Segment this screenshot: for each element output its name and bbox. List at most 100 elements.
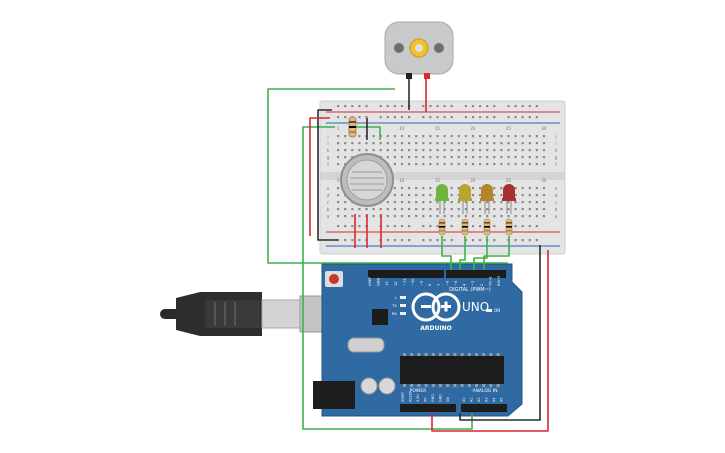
- breadboard-hole: [500, 208, 503, 211]
- rail-hole: [386, 116, 389, 119]
- breadboard-hole: [415, 208, 418, 211]
- breadboard-hole: [457, 208, 460, 211]
- breadboard-hole: [429, 135, 432, 138]
- breadboard-hole: [528, 215, 531, 218]
- breadboard-hole: [408, 194, 411, 197]
- rail-hole: [479, 225, 482, 228]
- breadboard-hole: [386, 135, 389, 138]
- rail-hole: [493, 225, 496, 228]
- breadboard-hole: [386, 142, 389, 145]
- digital-pin-label: GND: [377, 278, 381, 286]
- sensor-resistor: [348, 116, 357, 138]
- breadboard-hole: [500, 135, 503, 138]
- breadboard-hole: [415, 142, 418, 145]
- breadboard-hole: [443, 156, 446, 159]
- breadboard-hole: [415, 149, 418, 152]
- digital-pin-label: TX→1: [488, 276, 492, 287]
- analog-pin-label: A2: [477, 398, 481, 402]
- breadboard-hole: [379, 142, 382, 145]
- breadboard-hole: [450, 135, 453, 138]
- breadboard-hole: [344, 201, 347, 204]
- breadboard-hole: [400, 215, 404, 218]
- breadboard-hole: [457, 135, 460, 138]
- breadboard-hole: [528, 142, 531, 145]
- breadboard-hole: [535, 215, 538, 218]
- breadboard-hole: [415, 156, 418, 159]
- breadboard-hole: [493, 149, 496, 152]
- breadboard-hole: [521, 149, 524, 152]
- rail-hole: [521, 116, 524, 119]
- row-letter: h: [327, 148, 330, 154]
- breadboard-hole: [365, 208, 368, 211]
- power-pin-label: 3.3V: [416, 394, 420, 402]
- digital-pin-label: ~6: [445, 280, 449, 286]
- breadboard-hole: [471, 201, 475, 204]
- breadboard-hole: [486, 215, 489, 218]
- breadboard-hole: [415, 163, 418, 166]
- breadboard-hole: [542, 135, 546, 138]
- breadboard-hole: [514, 208, 517, 211]
- breadboard-hole: [507, 149, 510, 152]
- breadboard-hole: [344, 142, 347, 145]
- breadboard-hole: [372, 215, 375, 218]
- digital-pin-label: 4: [463, 283, 467, 286]
- rail-hole: [429, 225, 432, 228]
- breadboard-hole: [422, 163, 425, 166]
- rail-hole: [535, 225, 538, 228]
- breadboard-hole: [351, 156, 354, 159]
- row-letter: c: [327, 201, 330, 206]
- rail-hole: [344, 116, 347, 119]
- breadboard-hole: [486, 208, 489, 211]
- rail-hole: [337, 105, 340, 108]
- row-letter: i: [327, 141, 328, 147]
- breadboard-hole: [429, 201, 432, 204]
- wire-led-4: [483, 236, 510, 270]
- breadboard-hole: [400, 135, 404, 138]
- rail-hole: [365, 116, 368, 119]
- breadboard-hole: [535, 201, 538, 204]
- power-pin-label: RESET: [409, 390, 413, 402]
- breadboard-hole: [528, 149, 531, 152]
- breadboard-hole: [493, 135, 496, 138]
- power-pin-label: Vin: [446, 397, 450, 402]
- rail-hole: [358, 225, 361, 228]
- breadboard-hole: [436, 201, 439, 204]
- rail-hole: [521, 105, 524, 108]
- breadboard-hole: [542, 156, 546, 159]
- breadboard-hole: [393, 156, 396, 159]
- breadboard-hole: [479, 142, 482, 145]
- rail-hole: [422, 105, 425, 108]
- breadboard-hole: [351, 142, 354, 145]
- breadboard-hole: [443, 215, 446, 218]
- breadboard-hole: [400, 163, 404, 166]
- breadboard-hole: [535, 187, 538, 190]
- breadboard-hole: [486, 135, 489, 138]
- breadboard-hole: [471, 156, 475, 159]
- rail-hole: [443, 116, 446, 119]
- breadboard-hole: [386, 201, 389, 204]
- rail-hole: [393, 225, 396, 228]
- breadboard-hole: [500, 201, 503, 204]
- rail-hole: [422, 225, 425, 228]
- breadboard-hole: [415, 194, 418, 197]
- breadboard-hole: [372, 142, 375, 145]
- breadboard-hole: [358, 142, 361, 145]
- breadboard-hole: [337, 156, 340, 159]
- breadboard-hole: [542, 201, 546, 204]
- breadboard-hole: [443, 142, 446, 145]
- on-led: ON: [486, 308, 500, 313]
- breadboard-hole: [450, 142, 453, 145]
- wire-green-left-loop: [267, 88, 508, 264]
- rail-hole: [436, 116, 439, 119]
- rail-hole: [521, 225, 524, 228]
- breadboard-hole: [337, 142, 340, 145]
- rail-hole: [379, 116, 382, 119]
- breadboard-hole: [393, 201, 396, 204]
- rail-hole: [422, 239, 425, 242]
- row-letter: e: [327, 187, 330, 192]
- breadboard-hole: [471, 149, 475, 152]
- breadboard-hole: [408, 201, 411, 204]
- breadboard-hole: [535, 163, 538, 166]
